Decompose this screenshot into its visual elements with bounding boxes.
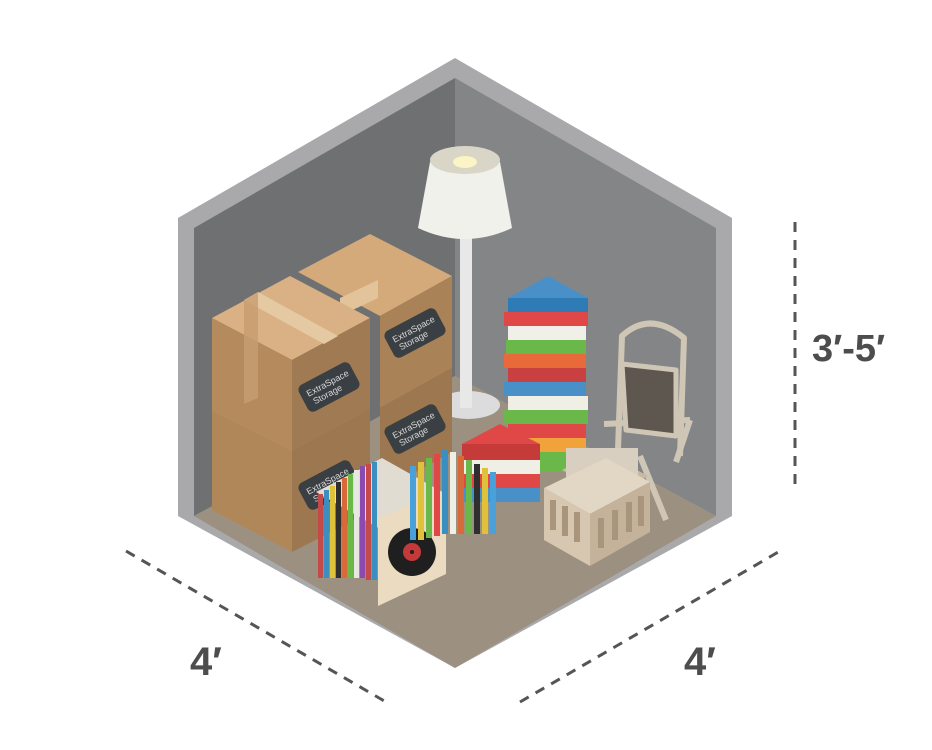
right-width-dimension-label: 4′ [684,640,716,684]
vinyl-records [316,450,496,606]
left-width-dimension-label: 4′ [190,640,222,684]
milk-crate [544,448,650,566]
cardboard-boxes: ExtraSpace Storage ExtraSpace Storage Ex… [212,234,452,552]
right-width-dimension-line [519,549,781,704]
floor-lamp [418,146,512,419]
left-width-dimension-line [125,549,387,704]
dimension-lines [125,222,797,704]
height-dimension-label: 3′-5′ [812,328,886,370]
book-stack [462,276,588,502]
